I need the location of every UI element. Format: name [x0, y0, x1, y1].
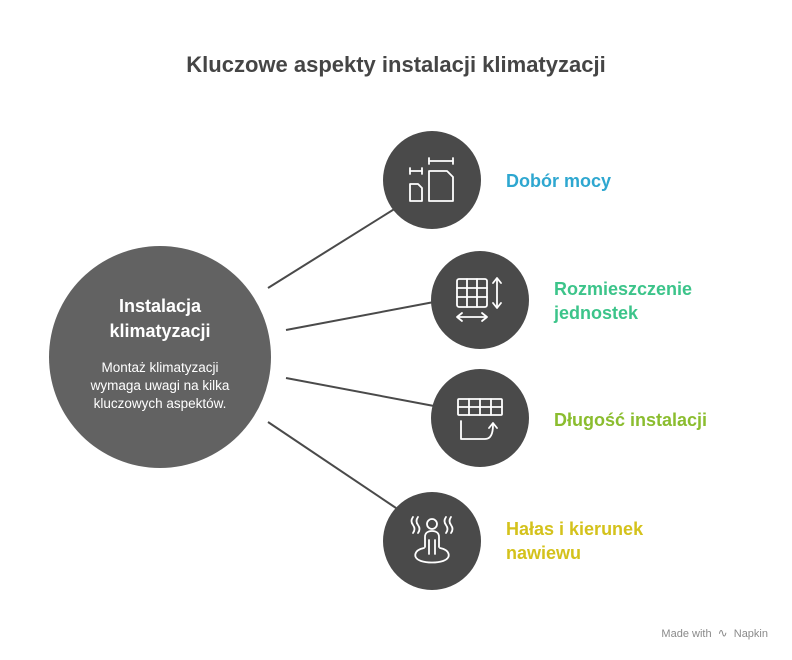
- aspect-node-power: [383, 131, 481, 229]
- napkin-logo-icon: ∿: [717, 626, 728, 640]
- connector-line: [285, 301, 435, 331]
- hub-title-line2: klimatyzacji: [109, 321, 211, 341]
- hub-description: Montaż klimatyzacji wymaga uwagi na kilk…: [90, 360, 230, 411]
- grid-resize-icon: [456, 277, 502, 322]
- aspect-label-line1: Dobór mocy: [506, 171, 612, 191]
- footer-made-with: Made with: [661, 628, 712, 640]
- aspect-label-placement: Rozmieszczenie jednostek: [554, 277, 692, 325]
- aspect-label-line1: Długość instalacji: [554, 410, 708, 430]
- connector-line: [285, 377, 435, 407]
- central-hub: Instalacja klimatyzacji Montaż klimatyza…: [49, 246, 271, 468]
- aspect-node-length: [431, 369, 529, 467]
- aspect-label-length: Długość instalacji: [554, 408, 707, 432]
- connector-line: [267, 207, 397, 289]
- size-comparison-icon: [409, 157, 454, 202]
- grid-arrow-icon: [457, 398, 503, 440]
- aspect-label-line1: Rozmieszczenie: [554, 279, 693, 299]
- aspect-label-power: Dobór mocy: [506, 169, 611, 193]
- aspect-label-line2: jednostek: [554, 303, 639, 323]
- footer-brand: Napkin: [733, 628, 768, 640]
- diagram-title: Kluczowe aspekty instalacji klimatyzacji: [186, 52, 606, 77]
- hub-title: Instalacja klimatyzacji: [49, 294, 271, 344]
- footer-credit: Made with ∿ Napkin: [661, 626, 768, 640]
- aspect-node-placement: [431, 251, 529, 349]
- aspect-label-line1: Hałas i kierunek: [506, 519, 644, 539]
- aspect-label-noise: Hałas i kierunek nawiewu: [506, 517, 643, 565]
- hub-title-line1: Instalacja: [118, 296, 202, 316]
- connector-line: [267, 421, 397, 509]
- aspect-label-line2: nawiewu: [506, 543, 582, 563]
- person-airflow-icon: [410, 516, 454, 564]
- aspect-node-noise: [383, 492, 481, 590]
